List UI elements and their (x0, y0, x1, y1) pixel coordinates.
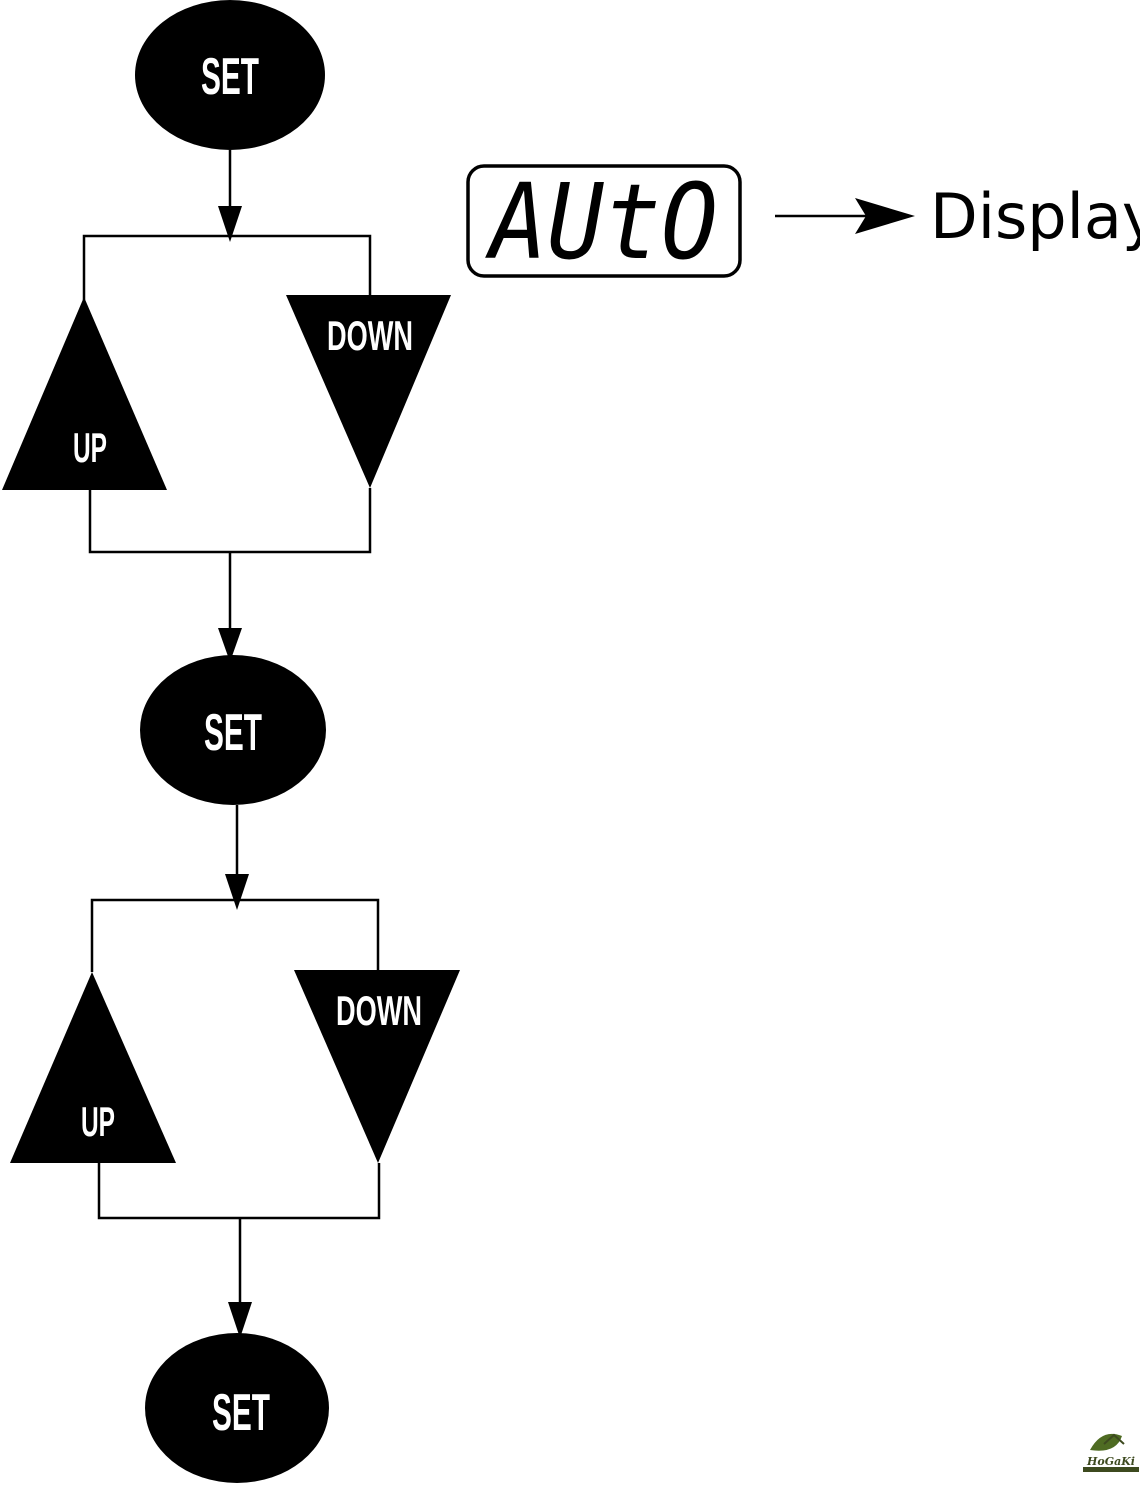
lcd-display: AUtO (466, 161, 742, 283)
set-node-1: SET (135, 0, 325, 150)
up-node-1: UP (2, 297, 167, 490)
set-label: SET (204, 704, 262, 762)
lcd-text: AUtO (485, 161, 718, 283)
set-node-2: SET (140, 655, 326, 805)
display-label: Display (930, 180, 1140, 253)
up-label: UP (81, 1098, 115, 1145)
hogaki-logo: HoGaKi (1083, 1433, 1139, 1472)
down-label: DOWN (327, 312, 413, 359)
arrow-head (855, 198, 915, 234)
down-node-1: DOWN (286, 295, 451, 488)
up-label: UP (73, 424, 107, 471)
arrow-head (225, 874, 249, 910)
arrow-head (218, 206, 242, 242)
logo-text: HoGaKi (1086, 1455, 1135, 1468)
set-label: SET (212, 1384, 270, 1442)
set-label: SET (201, 48, 259, 106)
arrow-head (218, 628, 242, 662)
set-node-3: SET (145, 1333, 329, 1483)
arrowheads (218, 198, 915, 1338)
arrow-head (228, 1302, 252, 1338)
up-node-2: UP (10, 972, 176, 1163)
down-node-2: DOWN (294, 970, 460, 1163)
down-label: DOWN (336, 987, 422, 1034)
